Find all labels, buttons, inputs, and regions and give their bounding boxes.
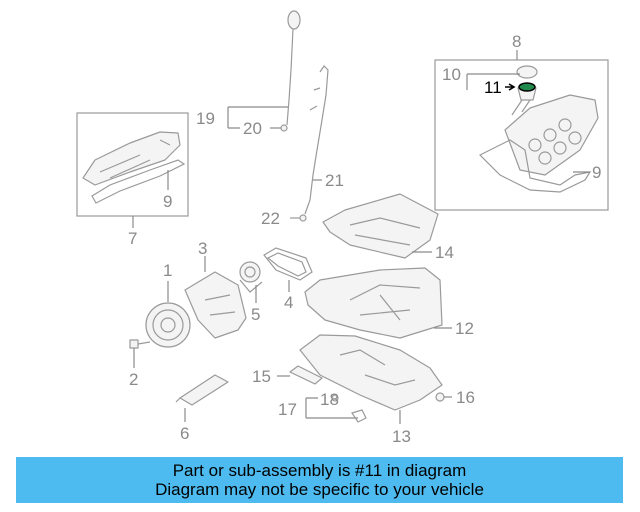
valve-cover-left [82, 131, 181, 186]
callout-7: 7 [128, 229, 137, 248]
callout-22: 22 [261, 209, 280, 228]
callout-12: 12 [455, 319, 474, 338]
front-cover [184, 271, 247, 339]
callout-6: 6 [180, 424, 189, 443]
dipstick [286, 10, 301, 126]
dipstick-guide-tube [304, 65, 329, 215]
timing-belt [263, 247, 313, 281]
valve-cover-group-box-8 [434, 59, 609, 211]
dipstick-o-ring [280, 124, 288, 132]
callout-2: 2 [129, 370, 138, 389]
banner-line-part: Part or sub-assembly is #11 in diagram [172, 461, 467, 480]
callout-16: 16 [456, 388, 475, 407]
oil-pan-upper [304, 267, 443, 339]
callout-3: 3 [198, 239, 207, 258]
gasket-right [478, 139, 592, 193]
callout-4: 4 [284, 293, 293, 312]
callout-14: 14 [435, 243, 454, 262]
callout-17: 17 [278, 400, 297, 419]
bolt-2 [129, 339, 151, 349]
callout-19: 19 [196, 109, 215, 128]
callout-20: 20 [243, 119, 262, 138]
water-pump [239, 261, 263, 293]
oil-strainer [289, 365, 323, 385]
callout-13: 13 [392, 427, 411, 446]
bolt-22 [290, 214, 307, 222]
part-11-arrow [505, 83, 516, 91]
part-info-banner: Part or sub-assembly is #11 in diagram D… [16, 457, 623, 503]
callout-11: 11 [484, 78, 502, 97]
oil-pan-lower [299, 334, 443, 411]
callout-15: 15 [252, 367, 271, 386]
valve-cover-right [504, 94, 599, 176]
callout-8: 8 [512, 32, 521, 51]
gasket-left [91, 159, 186, 204]
oil-pickup [331, 394, 367, 423]
parts-diagram: 1 2 3 4 5 6 7 8 9 9 10 11 12 13 14 15 16… [76, 10, 609, 446]
callout-5: 5 [251, 305, 260, 324]
banner-line-disclaimer: Diagram may not be specific to your vehi… [155, 480, 484, 499]
skid-plate [322, 193, 439, 259]
callout-1: 1 [163, 261, 172, 280]
seal-ring-part-11 [518, 82, 536, 92]
callout-18: 18 [320, 390, 339, 409]
drain-plug [435, 392, 445, 402]
callout-9-right: 9 [592, 163, 601, 182]
callout-10: 10 [442, 65, 461, 84]
callout-9-left: 9 [163, 192, 172, 211]
crank-pulley [145, 302, 191, 348]
callout-21: 21 [325, 171, 344, 190]
sealant-tube [175, 374, 229, 406]
